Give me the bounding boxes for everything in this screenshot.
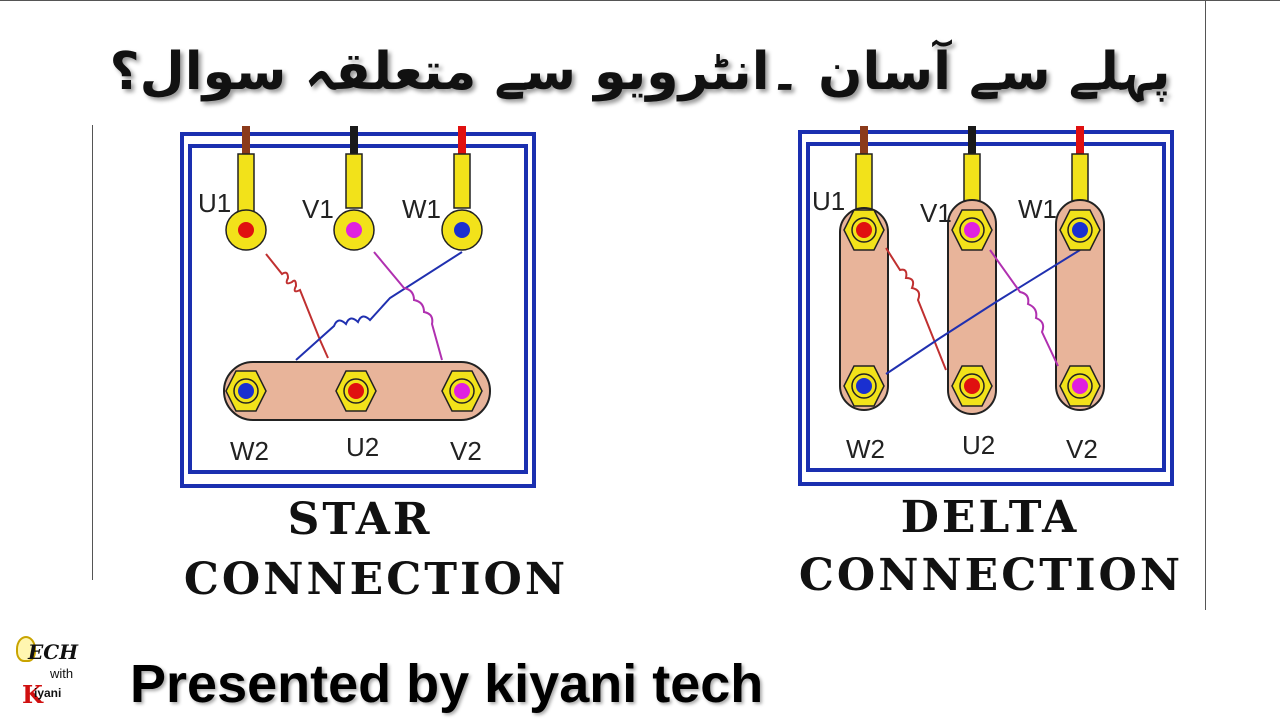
- delta-label-v2: V2: [1066, 434, 1098, 464]
- delta-link-plate-1: [839, 207, 889, 411]
- delta-label-v1: V1: [920, 198, 952, 228]
- delta-wire-v1: [968, 126, 976, 156]
- delta-nut-w2: [843, 365, 885, 407]
- star-wire-w1: [458, 126, 466, 156]
- delta-nut-v2: [1059, 365, 1101, 407]
- page-title: پہلے سے آسان ۔انٹرویو سے متعلقہ سوال؟: [109, 42, 1171, 102]
- star-nut-v2: [441, 370, 483, 412]
- star-connection-diagram: U1 V1 W1 W2 U2 V2: [170, 120, 550, 500]
- delta-coil-v: [885, 249, 1081, 375]
- delta-coil-u: [885, 247, 947, 371]
- star-coil-w: [373, 251, 443, 361]
- star-nut-w2: [225, 370, 267, 412]
- delta-lug-u1: [855, 153, 873, 215]
- delta-wire-w1: [1076, 126, 1084, 156]
- star-label-v1: V1: [302, 194, 334, 224]
- star-coil-u: [265, 253, 329, 359]
- delta-caption-line1: DELTA: [900, 492, 1080, 543]
- delta-label-u1: U1: [812, 186, 845, 216]
- star-label-u1: U1: [198, 188, 231, 218]
- delta-lug-w1: [1071, 153, 1089, 205]
- presented-by-text: Presented by kiyani tech: [130, 654, 764, 714]
- delta-nut-u1: [843, 209, 885, 251]
- left-divider: [92, 125, 93, 580]
- delta-nut-u2: [951, 365, 993, 407]
- logo-tech-text: ECH: [28, 640, 79, 664]
- delta-link-plate-2: [947, 199, 997, 415]
- delta-connection-diagram: U1 V1 W1 W2 U2 V2: [790, 120, 1200, 500]
- delta-link-plate-3: [1055, 199, 1105, 411]
- star-caption-line1: STAR: [287, 494, 433, 545]
- delta-lug-v1: [963, 153, 981, 205]
- star-caption-line2: CONNECTION: [183, 554, 569, 605]
- star-diagram-svg: U1 V1 W1 W2 U2 V2: [180, 126, 536, 488]
- delta-label-w2: W2: [846, 434, 885, 464]
- bulb-icon: [16, 636, 36, 662]
- star-lug-v1: [333, 153, 375, 251]
- top-rule: [0, 0, 1280, 1]
- star-label-u2: U2: [346, 432, 379, 462]
- star-label-w2: W2: [230, 436, 269, 466]
- star-label-v2: V2: [450, 436, 482, 466]
- logo-k-letter: K: [22, 680, 43, 709]
- star-lug-u1: [225, 153, 267, 251]
- logo-with-text: with: [50, 666, 74, 681]
- delta-outer-frame: [798, 130, 1174, 486]
- star-lug-w1: [441, 153, 483, 251]
- delta-nut-w1: [1059, 209, 1101, 251]
- delta-wire-u1: [860, 126, 868, 156]
- delta-diagram-svg: U1 V1 W1 W2 U2 V2: [798, 126, 1174, 486]
- star-coil-v: [295, 251, 463, 361]
- star-nut-u2: [335, 370, 377, 412]
- right-divider: [1205, 0, 1206, 610]
- delta-inner-frame: [806, 142, 1166, 472]
- delta-coil-w: [989, 249, 1059, 367]
- delta-label-w1: W1: [1018, 194, 1057, 224]
- kiyani-tech-logo: ECH with K iyani: [14, 632, 94, 716]
- star-wire-u1: [242, 126, 250, 156]
- logo-kiyani-text: iyani: [34, 686, 62, 700]
- star-wire-v1: [350, 126, 358, 156]
- star-label-w1: W1: [402, 194, 441, 224]
- delta-nut-v1: [951, 209, 993, 251]
- delta-caption-line2: CONNECTION: [798, 550, 1184, 601]
- delta-label-u2: U2: [962, 430, 995, 460]
